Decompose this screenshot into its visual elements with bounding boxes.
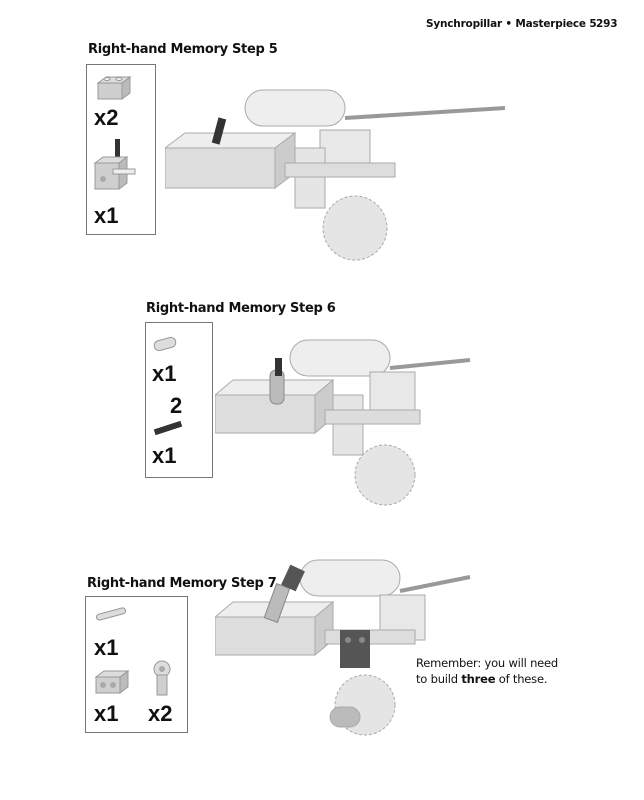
reminder-note: Remember: you will need to build three o… — [416, 655, 558, 687]
axle-icon — [153, 421, 183, 435]
note-emphasis: three — [461, 672, 496, 686]
quantity-label: x1 — [152, 443, 177, 468]
note-text: to build — [416, 672, 462, 686]
running-header: Synchropillar • Masterpiece 5 — [426, 18, 597, 30]
quantity-label: x1 — [94, 203, 119, 228]
quantity-label: x1 — [152, 361, 177, 386]
step-7-title: Right-hand Memory Step 7 — [87, 576, 277, 591]
angle-connector-icon — [153, 660, 171, 696]
axle-connector-icon — [153, 336, 177, 352]
quantity-label: x1 — [94, 635, 119, 660]
note-text: of these. — [495, 672, 548, 686]
step-5-parts-box: x2 x1 — [86, 64, 156, 235]
quantity-label: x2 — [148, 701, 173, 726]
page-number: 293 — [596, 18, 618, 30]
pin-with-axle-icon — [95, 607, 127, 621]
running-title: Synchropillar • Masterpiece 5 — [426, 18, 597, 30]
note-line-1: Remember: you will need — [416, 656, 559, 670]
step-6-model-illustration — [215, 339, 471, 506]
step-6-parts-box: x1 2 x1 — [145, 322, 213, 478]
quantity-label: x1 — [94, 701, 119, 726]
brick-1x2-icon — [94, 670, 130, 694]
note-line-2: to build three of these. — [416, 671, 558, 687]
step-7-parts-box: x1 x1 x2 — [85, 596, 188, 733]
axle-length-label: 2 — [170, 393, 183, 418]
step-5-model-illustration — [165, 89, 506, 261]
step-5-title: Right-hand Memory Step 5 — [88, 42, 278, 57]
liftarm-with-axle-icon — [93, 139, 136, 190]
quantity-label: x2 — [94, 105, 119, 130]
step-7-model-illustration — [215, 559, 471, 736]
brick-1x2-icon — [96, 76, 132, 100]
step-6-title: Right-hand Memory Step 6 — [146, 301, 336, 316]
